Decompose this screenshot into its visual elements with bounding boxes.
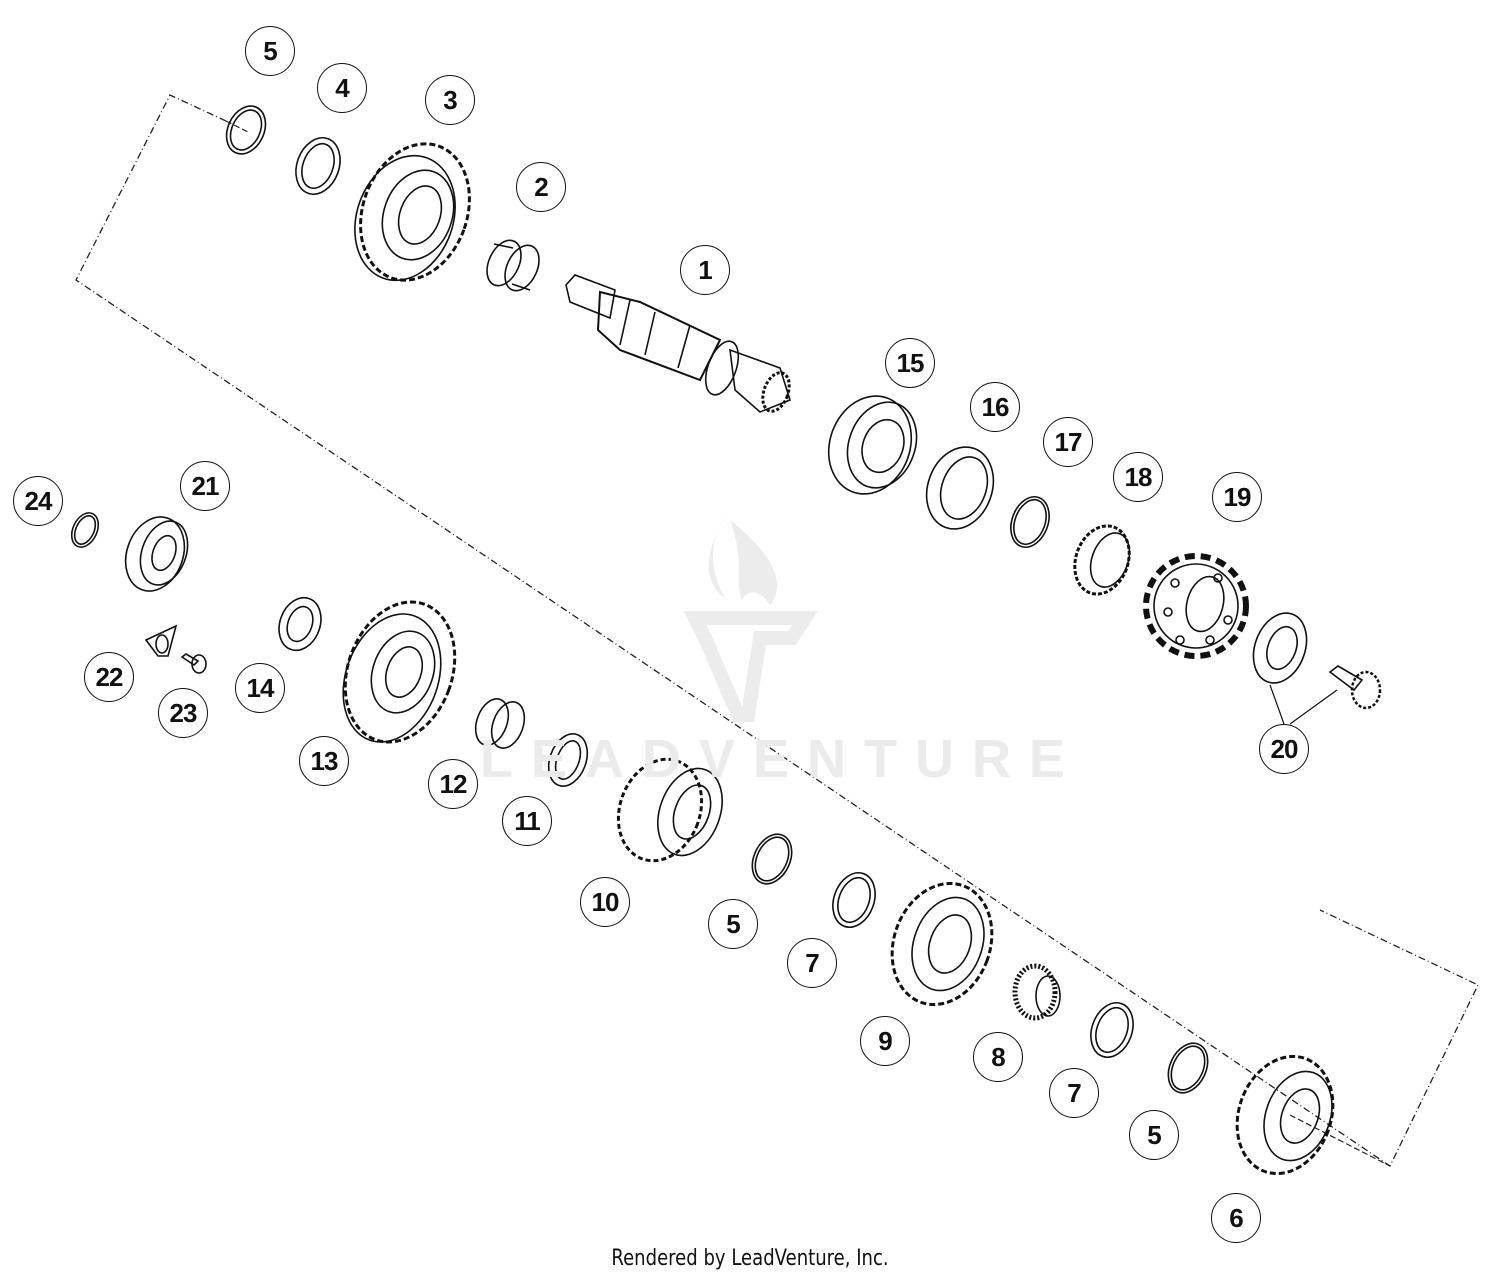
part-10-sliding-gear-icon[interactable] xyxy=(605,747,734,872)
callout-5[interactable]: 5 xyxy=(708,899,758,949)
part-2-bushing-icon[interactable] xyxy=(480,235,545,296)
part-5-circlip-icon[interactable] xyxy=(219,100,273,161)
callout-14[interactable]: 14 xyxy=(235,663,285,713)
part-23-screw-icon[interactable] xyxy=(180,653,207,674)
part-5-circlip-icon[interactable] xyxy=(745,828,800,890)
part-7-thrust-washer-icon[interactable] xyxy=(826,867,883,933)
callout-11[interactable]: 11 xyxy=(502,796,552,846)
watermark-logo-icon xyxy=(683,512,818,722)
callout-5[interactable]: 5 xyxy=(1129,1110,1179,1160)
shaft-axis-line-lower xyxy=(1280,910,1320,1130)
axis-through-gear-6 xyxy=(1289,1114,1391,1167)
callout-12[interactable]: 12 xyxy=(428,759,478,809)
part-18-spacer-sleeve-icon[interactable] xyxy=(1066,518,1139,602)
part-21-ball-bearing-icon[interactable] xyxy=(116,509,196,600)
part-22-retaining-plate-icon[interactable] xyxy=(144,624,178,657)
callout-21[interactable]: 21 xyxy=(180,461,230,511)
part-19-sprocket-icon[interactable] xyxy=(1143,553,1249,659)
callout-19[interactable]: 19 xyxy=(1212,472,1262,522)
callout-15[interactable]: 15 xyxy=(885,338,935,388)
callout-13[interactable]: 13 xyxy=(299,736,349,786)
part-17-o-ring-icon[interactable] xyxy=(1004,491,1056,552)
callout-6[interactable]: 6 xyxy=(1211,1193,1261,1243)
part-16-shaft-seal-icon[interactable] xyxy=(916,438,1005,539)
part-14-thrust-washer-icon[interactable] xyxy=(272,592,328,656)
part-11-thrust-washer-icon[interactable] xyxy=(542,728,594,791)
part-7-thrust-washer-icon[interactable] xyxy=(1084,997,1141,1063)
footer-credit: Rendered by LeadVenture, Inc. xyxy=(611,1246,889,1271)
part-20-washer-and-bolt-icon[interactable] xyxy=(1244,606,1382,725)
callout-2[interactable]: 2 xyxy=(516,162,566,212)
part-9-gear-icon[interactable] xyxy=(876,869,1009,1018)
callout-20[interactable]: 20 xyxy=(1259,724,1309,774)
callout-5[interactable]: 5 xyxy=(245,26,295,76)
callout-8[interactable]: 8 xyxy=(973,1032,1023,1082)
callout-16[interactable]: 16 xyxy=(970,382,1020,432)
part-12-bushing-icon[interactable] xyxy=(470,694,531,752)
part-8-needle-bearing-icon[interactable] xyxy=(1012,963,1061,1021)
callout-24[interactable]: 24 xyxy=(13,476,63,526)
callout-23[interactable]: 23 xyxy=(158,688,208,738)
callout-9[interactable]: 9 xyxy=(860,1016,910,1066)
part-13-gear-icon[interactable] xyxy=(326,587,473,758)
callout-7[interactable]: 7 xyxy=(787,938,837,988)
callout-22[interactable]: 22 xyxy=(84,652,134,702)
part-4-thrust-washer-icon[interactable] xyxy=(288,132,347,201)
watermark-text: LEADVENTURE xyxy=(480,729,1084,789)
part-6-gear-icon[interactable] xyxy=(1221,1043,1348,1187)
callout-7[interactable]: 7 xyxy=(1049,1068,1099,1118)
part-15-ball-bearing-icon[interactable] xyxy=(815,384,928,505)
part-3-gear-icon[interactable] xyxy=(338,128,488,295)
callout-18[interactable]: 18 xyxy=(1113,452,1163,502)
part-24-circlip-icon[interactable] xyxy=(67,509,104,552)
callout-4[interactable]: 4 xyxy=(317,63,367,113)
part-1-splined-shaft-icon[interactable] xyxy=(565,274,794,415)
callout-3[interactable]: 3 xyxy=(425,75,475,125)
callout-1[interactable]: 1 xyxy=(680,245,730,295)
part-5-circlip-icon[interactable] xyxy=(1161,1037,1216,1099)
assembly-boundary-line xyxy=(75,94,1479,1167)
callout-17[interactable]: 17 xyxy=(1043,417,1093,467)
callout-10[interactable]: 10 xyxy=(580,877,630,927)
